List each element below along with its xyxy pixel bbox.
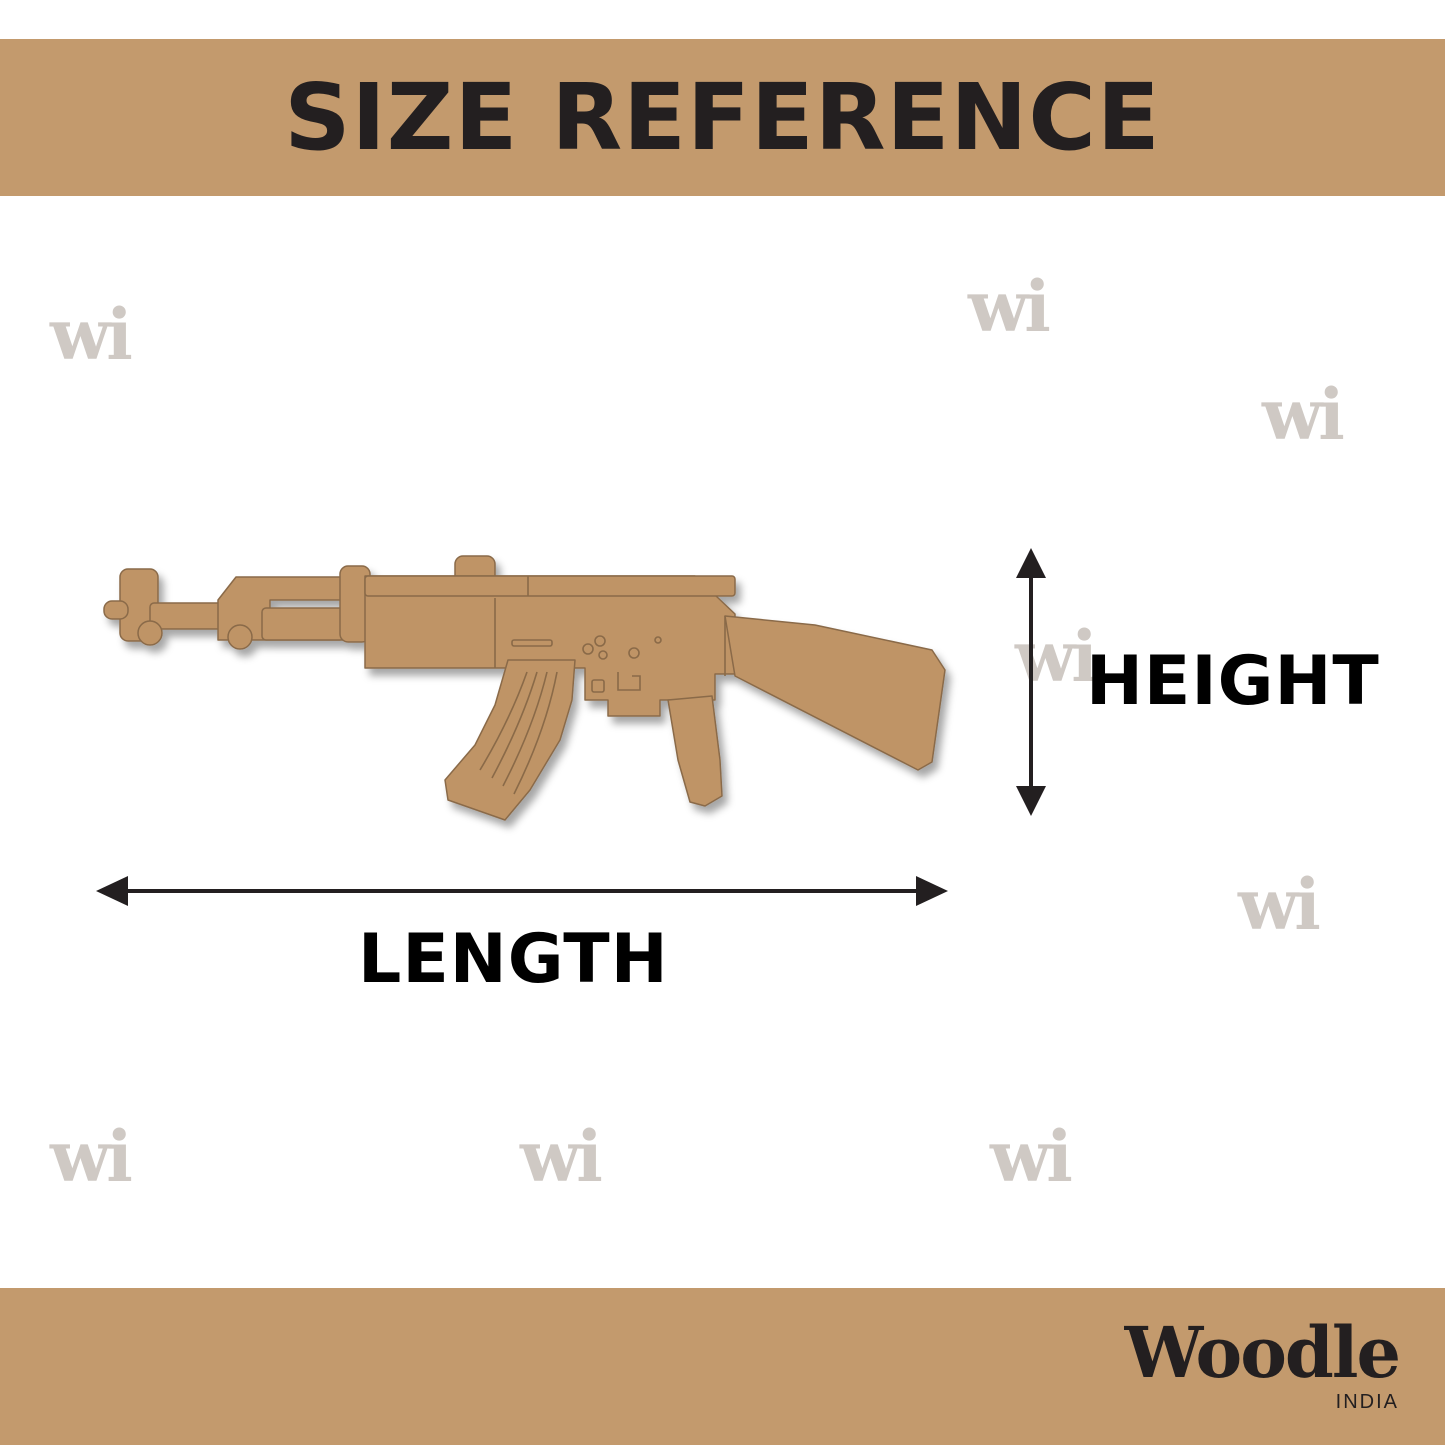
- rifle-detail-lines: [479, 576, 726, 795]
- watermark-logo: wi: [520, 1115, 603, 1198]
- height-arrow-icon: [1016, 548, 1046, 816]
- watermark-logo: wi: [990, 1115, 1073, 1198]
- watermark-logo: wi: [968, 265, 1051, 348]
- footer-banner: Woodle INDIA: [0, 1288, 1445, 1445]
- length-label: LENGTH: [358, 920, 669, 999]
- brand-subtitle: INDIA: [1335, 1391, 1399, 1413]
- watermark-logo: wi: [1238, 863, 1321, 946]
- header-banner: SIZE REFERENCE: [0, 39, 1445, 196]
- watermark-logo: wi: [50, 293, 133, 376]
- height-label: HEIGHT: [1086, 642, 1380, 721]
- watermark-logo: wi: [50, 1115, 133, 1198]
- page-title: SIZE REFERENCE: [284, 64, 1161, 171]
- watermark-logo: wi: [1015, 615, 1098, 698]
- brand-logo-text: Woodle: [1124, 1311, 1401, 1394]
- rifle-cutout-icon: [103, 555, 946, 821]
- watermark-logo: wi: [1262, 373, 1345, 456]
- length-arrow-icon: [96, 876, 948, 906]
